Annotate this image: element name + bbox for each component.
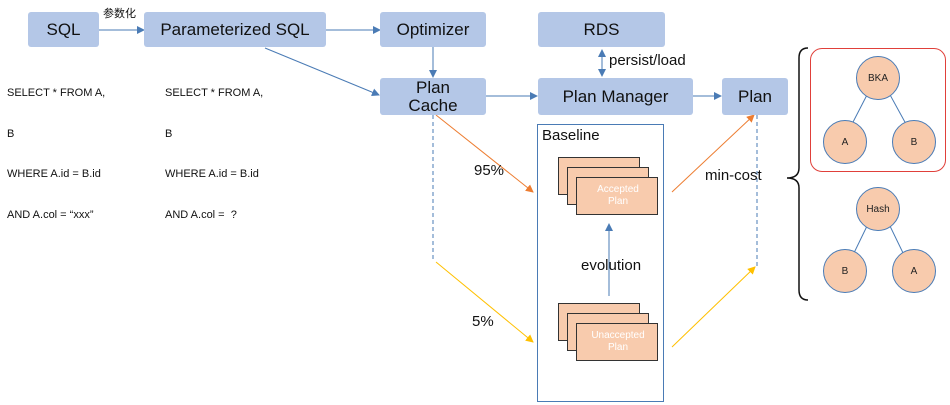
accepted-plan-card: Accepted Plan [576, 177, 658, 215]
unaccepted-plan-label: Unaccepted Plan [577, 330, 659, 354]
baseline-container: Baseline evolution Accepted Plan Unaccep… [537, 124, 664, 402]
arrow-accepted-to-plan [671, 114, 755, 193]
tree-bottom-edge-left [852, 223, 869, 256]
tree-top-left-node: A [823, 120, 867, 164]
parameterized-sql-box: Parameterized SQL [144, 12, 326, 47]
sql-box: SQL [28, 12, 99, 47]
rds-box: RDS [538, 12, 665, 47]
parameterized-sql-text: SELECT * FROM A, B WHERE A.id = B.id AND… [165, 60, 263, 236]
tree-top-right-node: B [892, 120, 936, 164]
tree-bottom-root-node: Hash [856, 187, 900, 231]
parameterized-sql-line: AND A.col = ? [165, 208, 237, 221]
min-cost-label: min-cost [705, 167, 762, 184]
accepted-plan-label-line1: Accepted [597, 184, 639, 195]
tree-top-root-node: BKA [856, 56, 900, 100]
persist-load-label: persist/load [609, 52, 686, 69]
tree-bottom-right-node: A [892, 249, 936, 293]
tree-top-edge-left [851, 92, 869, 125]
original-sql-line: SELECT * FROM A, [7, 87, 106, 99]
plan-cache-box: Plan Cache [380, 78, 486, 115]
plan-cache-label-line2: Cache [408, 95, 458, 115]
parameterized-sql-line: SELECT * FROM A, [165, 87, 264, 99]
parameterized-sql-line: B [165, 127, 173, 140]
selected-plan-tree-highlight [810, 48, 946, 172]
pct-95-label: 95% [474, 162, 505, 179]
tree-bottom-edge-right [888, 223, 905, 256]
accepted-plan-label-line2: Plan [607, 196, 628, 207]
pct-5-label: 5% [472, 313, 494, 330]
original-sql-line: B [7, 127, 15, 140]
arrow-unaccepted-to-plan [671, 266, 756, 348]
original-sql-text: SELECT * FROM A, B WHERE A.id = B.id AND… [7, 60, 105, 236]
min-cost-brace [786, 47, 809, 301]
parameterized-sql-line: WHERE A.id = B.id [165, 168, 259, 180]
optimizer-box: Optimizer [380, 12, 486, 47]
evolution-label: evolution [581, 257, 642, 274]
unaccepted-plan-label-line1: Unaccepted [591, 330, 645, 341]
plan-manager-box: Plan Manager [538, 78, 693, 115]
accepted-plan-label: Accepted Plan [577, 184, 659, 208]
unaccepted-plan-card: Unaccepted Plan [576, 323, 658, 361]
original-sql-line: WHERE A.id = B.id [7, 168, 101, 180]
plan-cache-label-line1: Plan [415, 77, 451, 97]
arrow-95-to-accepted [435, 114, 534, 193]
tree-bottom-left-node: B [823, 249, 867, 293]
plan-box: Plan [722, 78, 788, 115]
arrow-parameterized-to-plan-cache [264, 47, 380, 97]
arrow-5-to-unaccepted [435, 261, 534, 343]
unaccepted-plan-label-line2: Plan [607, 342, 628, 353]
original-sql-line: AND A.col = “xxx” [7, 208, 94, 221]
baseline-title: Baseline [542, 127, 600, 144]
parameterize-label: 参数化 [103, 8, 136, 20]
tree-top-edge-right [888, 92, 907, 125]
